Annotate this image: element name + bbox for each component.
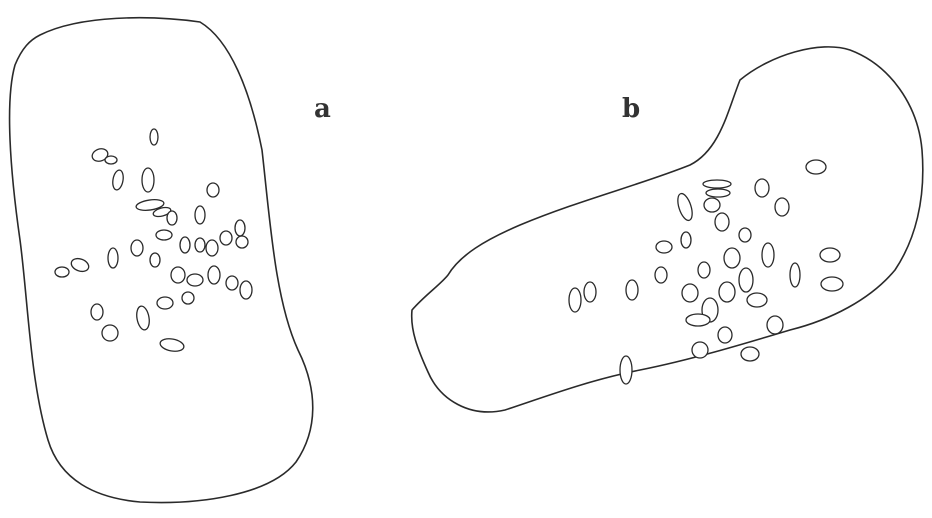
cell-outline-a — [10, 18, 313, 503]
chromosome-b — [806, 160, 826, 174]
chromosome-a — [150, 129, 158, 145]
chromosome-a — [180, 237, 190, 253]
chromosome-b — [698, 262, 710, 278]
chromosome-b — [739, 268, 753, 292]
chromosome-a — [195, 238, 205, 252]
chromosome-b — [820, 248, 840, 262]
chromosome-a — [105, 156, 117, 164]
chromosome-a — [156, 230, 172, 240]
chromosome-b — [724, 248, 740, 268]
chromosome-b — [706, 189, 730, 197]
chromosome-a — [195, 206, 205, 224]
chromosome-b — [626, 280, 638, 300]
chromosome-a — [69, 256, 90, 273]
chromosome-a — [240, 281, 252, 299]
chromosome-b — [718, 327, 732, 343]
chromosome-b — [692, 342, 708, 358]
chromosome-b — [767, 316, 783, 334]
chromosome-a — [142, 168, 154, 192]
chromosome-a — [226, 276, 238, 290]
chromosome-a — [108, 248, 118, 268]
panel-label-a: a — [314, 96, 331, 122]
chromosome-b — [686, 314, 710, 326]
chromosome-a — [182, 292, 194, 304]
chromosome-a — [236, 236, 248, 248]
chromosome-a — [91, 304, 103, 320]
chromosome-b — [584, 282, 596, 302]
chromosome-a — [157, 297, 173, 309]
chromosome-group-a — [55, 129, 252, 353]
chromosome-b — [775, 198, 789, 216]
chromosome-b — [620, 356, 632, 384]
panel-label-b: b — [622, 96, 640, 122]
chromosome-b — [739, 228, 751, 242]
chromosome-b — [703, 180, 731, 188]
chromosome-a — [235, 220, 245, 236]
chromosome-b — [704, 198, 720, 212]
chromosome-group-b — [569, 160, 843, 384]
chromosome-a — [187, 274, 203, 286]
chromosome-a — [171, 267, 185, 283]
chromosome-a — [102, 325, 118, 341]
chromosome-b — [656, 241, 672, 253]
chromosome-a — [167, 211, 177, 225]
chromosome-a — [111, 169, 124, 190]
chromosome-b — [790, 263, 800, 287]
chromosome-b — [755, 179, 769, 197]
chromosome-b — [655, 267, 667, 283]
chromosome-a — [150, 253, 160, 267]
chromosome-a — [55, 267, 69, 277]
chromosome-a — [207, 183, 219, 197]
chromosome-b — [821, 277, 843, 291]
chromosome-b — [681, 232, 691, 248]
chromosome-a — [135, 305, 151, 331]
chromosome-b — [741, 347, 759, 361]
chromosome-a — [220, 231, 232, 245]
chromosome-a — [131, 240, 143, 256]
chromosome-a — [206, 240, 218, 256]
cell-outline-b — [412, 47, 923, 412]
chromosome-a — [159, 337, 185, 353]
chromosome-b — [569, 288, 581, 312]
chromosome-b — [682, 284, 698, 302]
chromosome-b — [715, 213, 729, 231]
chromosome-b — [719, 282, 735, 302]
chromosome-a — [208, 266, 220, 284]
chromosome-b — [675, 192, 695, 222]
chromosome-b — [762, 243, 774, 267]
chromosome-b — [747, 293, 767, 307]
